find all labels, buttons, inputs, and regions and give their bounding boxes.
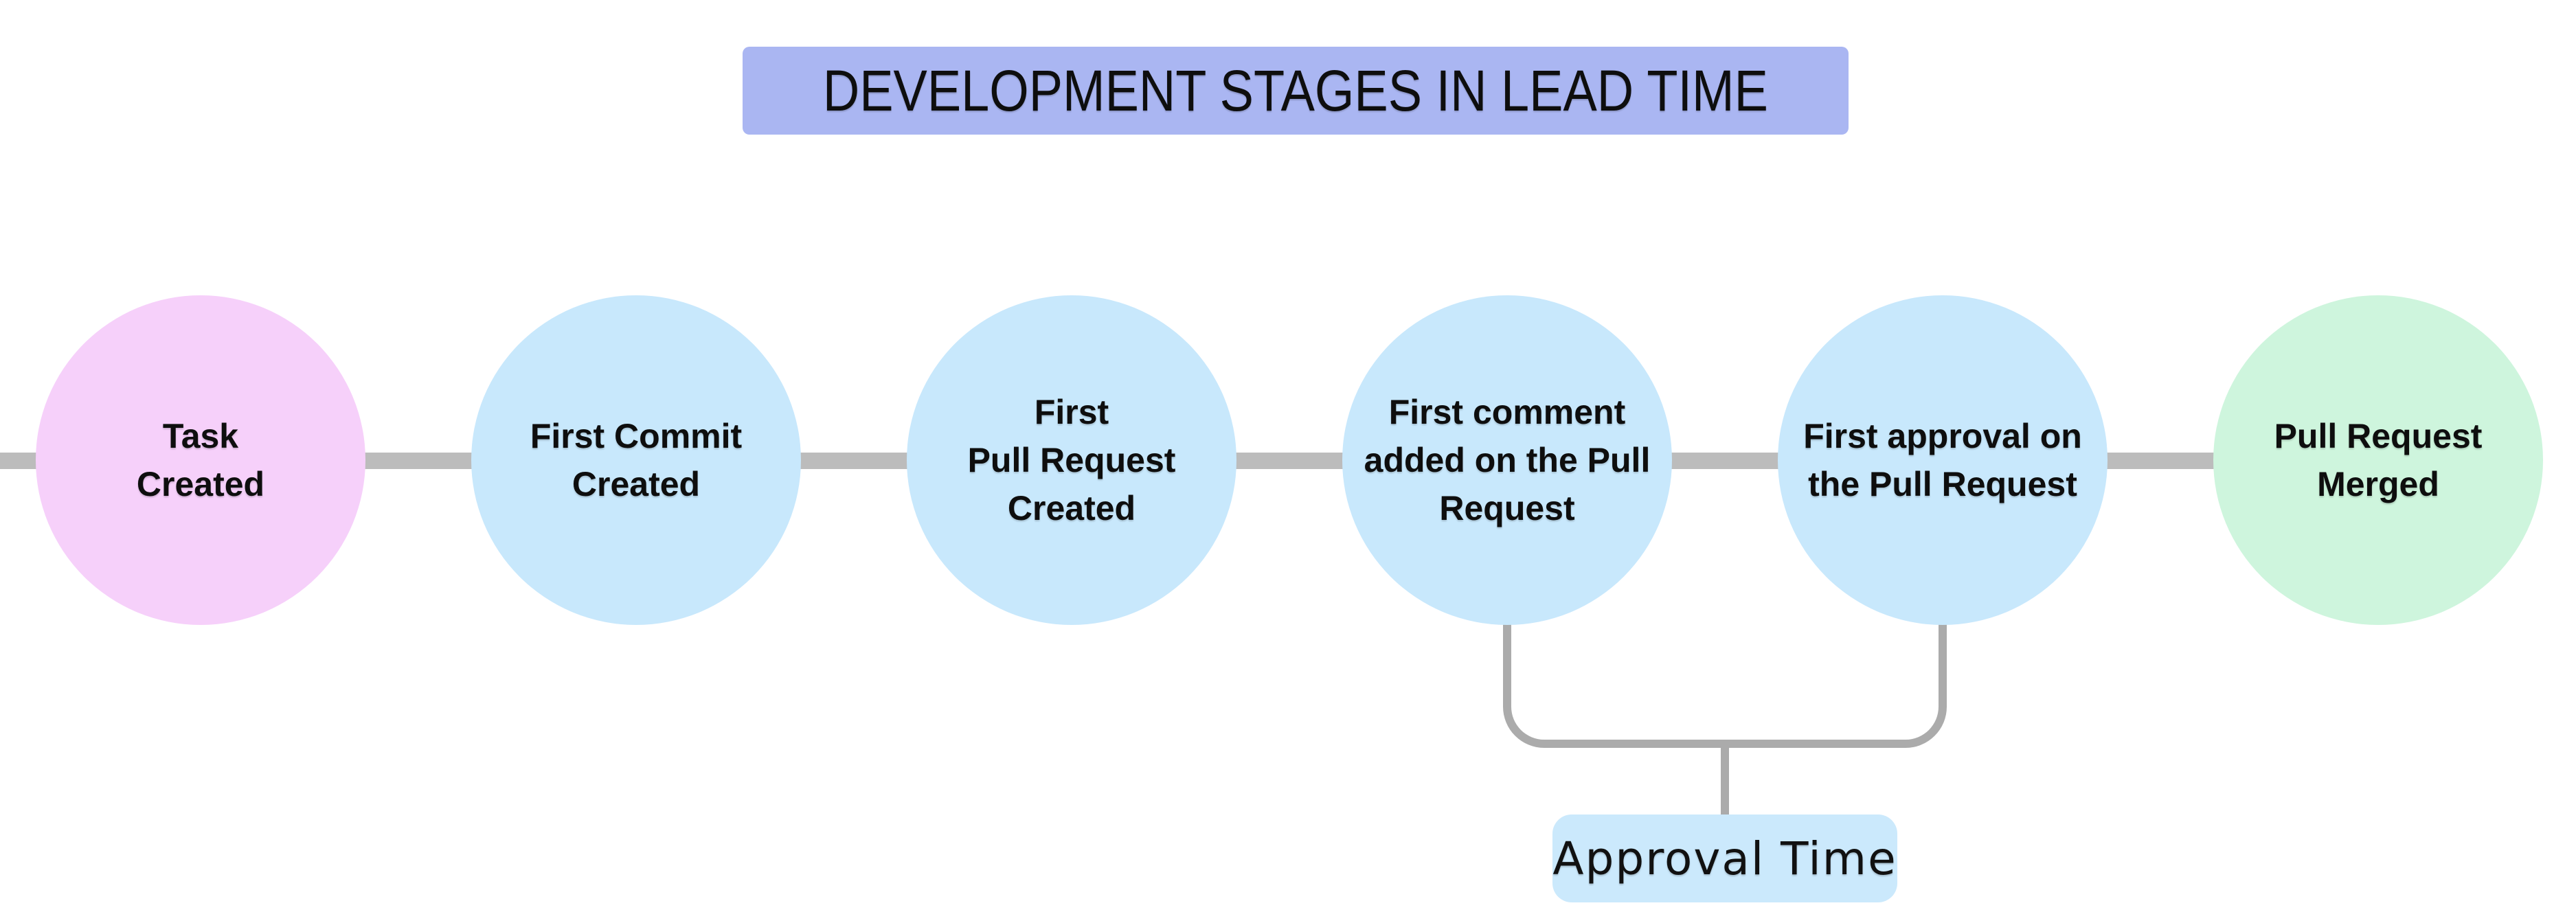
- stage-circle-first-commit-created: First Commit Created: [471, 295, 801, 625]
- stage-circle-first-approval: First approval on the Pull Request: [1778, 295, 2108, 625]
- stage-label: First comment added on the Pull Request: [1364, 393, 1651, 527]
- stage-circle-task-created: Task Created: [36, 295, 365, 625]
- stage-label: First approval on the Pull Request: [1803, 417, 2082, 503]
- approval-time-bracket-stem: [1721, 744, 1729, 817]
- stage-label: Task Created: [136, 417, 265, 503]
- stage-label: Pull Request Merged: [2274, 417, 2483, 503]
- diagram-title-box: DEVELOPMENT STAGES IN LEAD TIME: [743, 47, 1849, 135]
- stage-label: First Commit Created: [530, 417, 743, 503]
- approval-time-label-box: Approval Time: [1552, 814, 1897, 902]
- approval-time-bracket: [1503, 624, 1947, 748]
- stage-label: First Pull Request Created: [967, 393, 1176, 527]
- stage-circle-pull-request-merged: Pull Request Merged: [2213, 295, 2543, 625]
- diagram-title: DEVELOPMENT STAGES IN LEAD TIME: [822, 58, 1769, 123]
- stage-circle-first-pull-request-created: First Pull Request Created: [907, 295, 1236, 625]
- stage-circle-first-comment-added: First comment added on the Pull Request: [1342, 295, 1672, 625]
- approval-time-label: Approval Time: [1552, 832, 1897, 885]
